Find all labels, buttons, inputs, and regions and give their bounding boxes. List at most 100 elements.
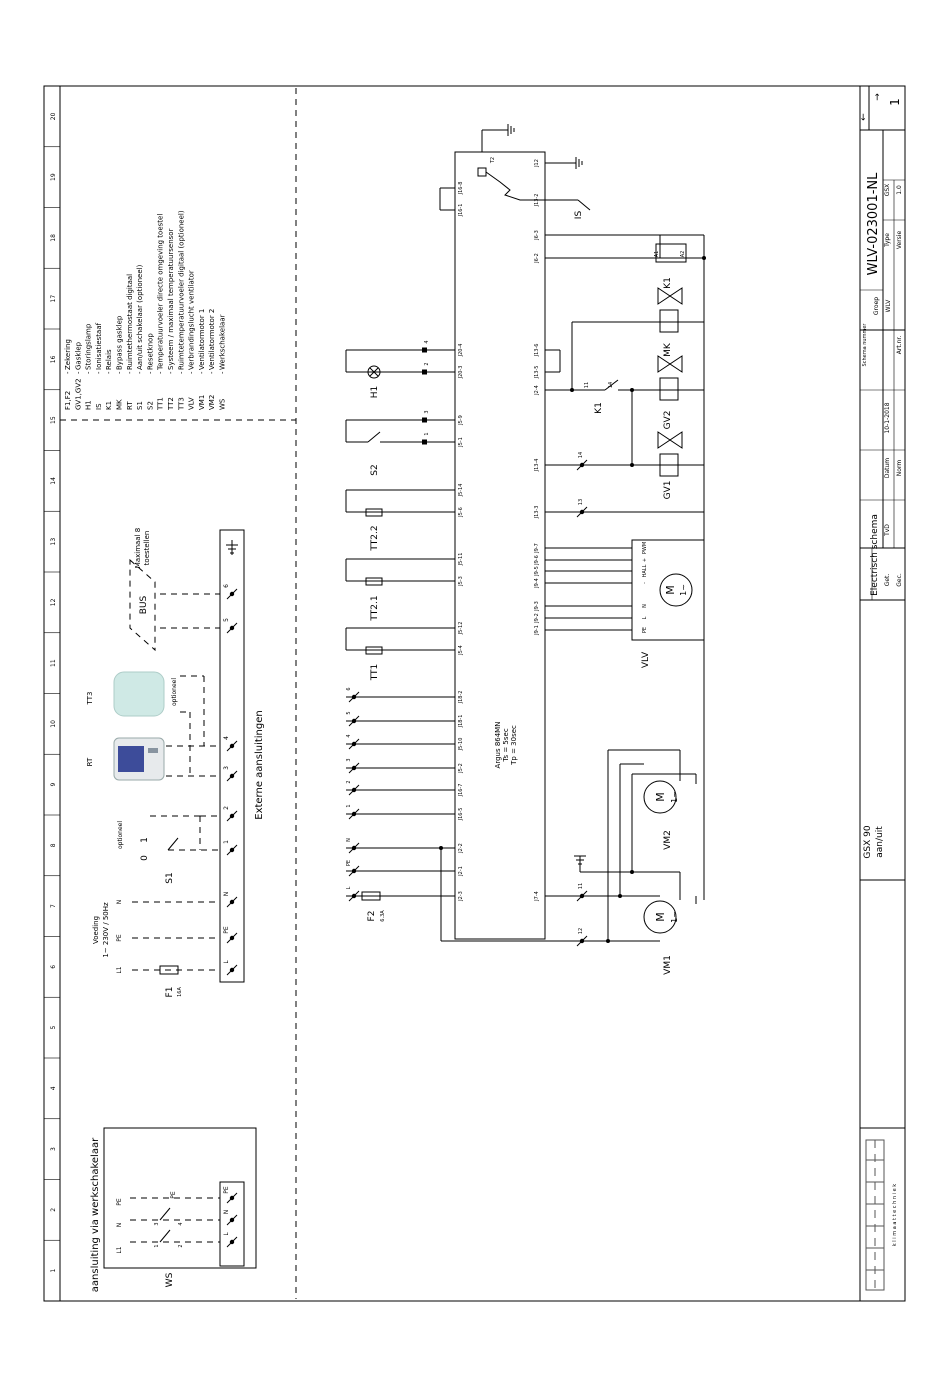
s1-on: 1 (140, 837, 150, 843)
controller-pin-left: J2-3 (458, 891, 464, 902)
f2-rating: 6.3A (380, 910, 386, 922)
ground-icon (495, 124, 515, 136)
datum-label: Datum (884, 458, 891, 478)
ext-terminal (226, 740, 238, 752)
column-number: 16 (50, 355, 57, 363)
vm1-motor-icon (643, 900, 677, 934)
gv2-label: GV2 (663, 411, 673, 430)
legend-dash: - (136, 371, 144, 374)
legend-dash: - (85, 371, 93, 374)
company-logo: k l i m a a t t e c h n i e k (865, 1139, 898, 1291)
wire-terminal (348, 865, 360, 877)
column-number: 9 (50, 783, 57, 787)
controller-argus: Argus 864MN Ts = 5sec Tp = 30sec J20-4J2… (454, 151, 546, 940)
datum-value: 10-1-2018 (884, 402, 891, 433)
controller-name: Argus 864MN (494, 722, 502, 769)
controller-pin-left: J16-7 (458, 784, 464, 798)
s1-optioneel: optioneel (117, 821, 124, 849)
legend-dash: - (74, 371, 82, 374)
type-value: GSX (884, 184, 891, 197)
is-electrode (577, 199, 591, 211)
prev-sheet-arrow[interactable]: ← (859, 113, 869, 121)
rt-label: RT (86, 757, 94, 766)
versie-value: 1.0 (896, 185, 903, 195)
tt1-sensor (365, 646, 383, 655)
legend-dash: - (198, 371, 206, 374)
a2-label: A2 (680, 251, 686, 258)
wire-label: 3 (424, 410, 430, 413)
controller-pin-right: J7-4 (534, 891, 540, 902)
column-number: 11 (50, 659, 57, 667)
bus-max-line1: Maximaal 8 (134, 528, 142, 568)
controller-pin-left: J16-5 (458, 808, 464, 822)
wire-terminal (576, 459, 588, 471)
controller-pin-right: J9-1 (534, 625, 540, 636)
next-sheet-arrow[interactable]: → (873, 93, 883, 101)
vlv-pin-label: PWM (642, 542, 648, 554)
ws-terminal (226, 1192, 238, 1204)
s2-button (367, 431, 381, 443)
wire-label: 3 (346, 758, 352, 761)
k1-valve-label: K1 (663, 277, 673, 289)
column-number: 12 (50, 598, 57, 606)
voeding-spec: 1~ 230V / 50Hz (102, 902, 110, 958)
f2-label: F2 (367, 911, 377, 922)
s2-label: S2 (370, 464, 380, 475)
controller-pin-left: J5-9 (458, 415, 464, 426)
wire-label: 13 (578, 499, 584, 505)
h1-label: H1 (370, 386, 380, 399)
k1-relay-coil (655, 243, 687, 263)
f2-fuse (361, 891, 381, 901)
ws-terminal (226, 1214, 238, 1226)
ws-terminal-strip (219, 1181, 245, 1267)
ext-terminal (226, 964, 238, 976)
werkschakelaar-box: aansluiting via werkschakelaar L1 N PE P… (90, 1127, 257, 1292)
tt2-2-sensor (365, 508, 383, 517)
vlv-motor-phase: 1~ (679, 584, 688, 596)
controller-right-wiring: T2 IS A1 A2 (439, 124, 706, 975)
legend-code: MK (116, 399, 124, 410)
column-number: 20 (50, 112, 57, 120)
wire-label: 2 (424, 362, 430, 365)
vlv-fan-box (631, 539, 705, 641)
ext-terminal (226, 844, 238, 856)
controller-pin-left: J18-1 (458, 715, 464, 729)
controller-pin-right: J9-7 (534, 543, 540, 554)
wire-terminal (348, 715, 360, 727)
vm2-label: VM2 (663, 830, 673, 850)
wire-label: L (346, 886, 352, 889)
product-name: GSX 90 (863, 825, 873, 858)
get-value: TvD (884, 524, 891, 537)
ws-pe: PE (116, 1198, 123, 1206)
legend-code: VLV (188, 397, 196, 410)
f1-label: F1 (165, 987, 175, 998)
ws-terminal (226, 1236, 238, 1248)
controller-pin-top: J16-8 (458, 182, 464, 196)
column-number: 1 (50, 1269, 57, 1273)
ws-terminal-label: L (223, 1232, 230, 1236)
legend-code: K1 (105, 401, 113, 410)
legend-code: S2 (146, 401, 154, 410)
column-number: 4 (50, 1086, 57, 1090)
controller-pin-right: J13-5 (534, 366, 540, 380)
groep-label: Groep (873, 297, 880, 315)
legend-desc: Resetknop (146, 333, 154, 370)
wire-label: 1 (424, 432, 430, 435)
legend-dash: - (116, 371, 124, 374)
artnr-label: Art.nr. (896, 336, 903, 355)
column-number: 6 (50, 965, 57, 969)
ws-l1: L1 (116, 1246, 123, 1253)
controller-pin-right: J12 (534, 159, 540, 168)
vlv-motor-icon (659, 573, 693, 607)
s1-off: 0 (140, 855, 150, 861)
column-number: 17 (50, 295, 57, 303)
column-number: 19 (50, 173, 57, 181)
controller-pin-right: J2-4 (534, 385, 540, 396)
tt3-label: TT3 (86, 692, 94, 706)
product-variant: aan/uit (875, 826, 885, 858)
controller-pin-right: J6-2 (534, 253, 540, 264)
column-number: 14 (50, 477, 57, 485)
controller-pin-left: J20-4 (458, 344, 464, 358)
